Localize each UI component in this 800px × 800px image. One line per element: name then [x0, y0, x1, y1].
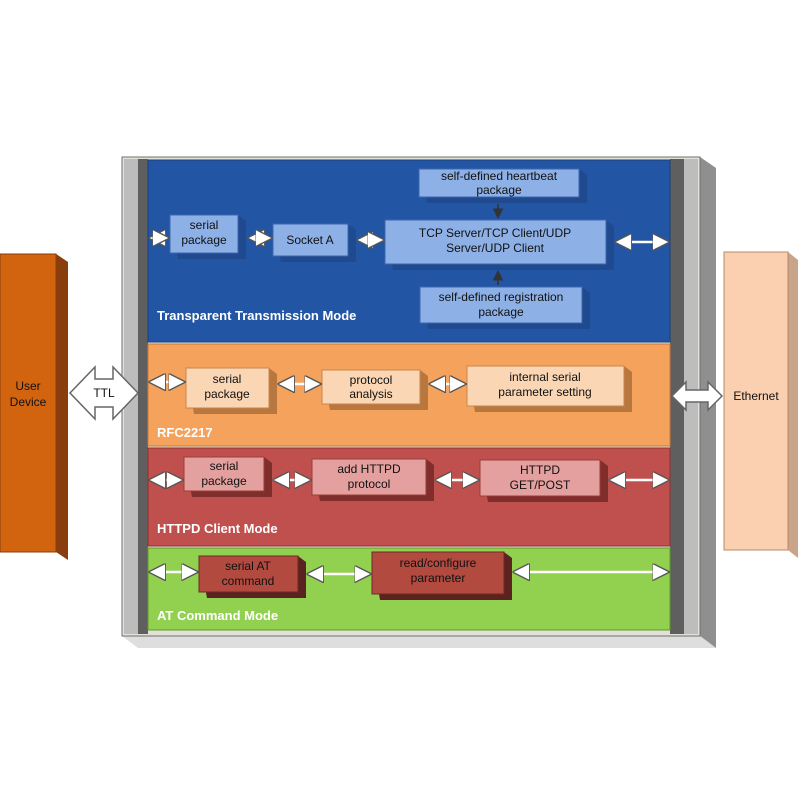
serial-at-box: serial AT command: [198, 555, 306, 598]
rfc-arrows: [150, 382, 465, 384]
serial-package-box-transparent: serial package: [169, 214, 246, 259]
protocol-analysis-line1: protocol: [350, 373, 393, 387]
httpd-get-line2: GET/POST: [510, 478, 571, 492]
ethernet-connector: [670, 380, 724, 412]
read-configure-box: read/configure parameter: [371, 551, 512, 600]
httpd-get-post-box: HTTPD GET/POST: [479, 459, 608, 502]
httpd-client-title: HTTPD Client Mode: [157, 521, 278, 536]
httpd-get-line1: HTTPD: [520, 463, 560, 477]
httpd-serial-line1: serial: [210, 459, 239, 473]
tcp-udp-line2: Server/UDP Client: [446, 241, 544, 255]
serial-package-box-httpd: serial package: [183, 456, 272, 497]
add-httpd-line1: add HTTPD: [337, 462, 401, 476]
user-device-block: User Device: [0, 253, 68, 560]
httpd-serial-line2: package: [201, 474, 247, 488]
rfc-serial-line2: package: [204, 387, 250, 401]
read-configure-line1: read/configure: [400, 556, 477, 570]
ethernet-label: Ethernet: [733, 389, 779, 403]
rfc-serial-line1: serial: [213, 372, 242, 386]
serial-package-line2: package: [181, 233, 227, 247]
heartbeat-box: self-defined heartbeat package: [418, 168, 587, 203]
serial-package-line1: serial: [190, 218, 219, 232]
transparent-arrows: [150, 238, 668, 242]
tcp-udp-box: TCP Server/TCP Client/UDP Server/UDP Cli…: [384, 219, 614, 270]
heartbeat-box-line1: self-defined heartbeat: [441, 169, 558, 183]
protocol-analysis-box: protocol analysis: [321, 369, 428, 410]
heartbeat-box-line2: package: [476, 183, 522, 197]
internal-serial-line2: parameter setting: [498, 385, 591, 399]
protocol-analysis-line2: analysis: [349, 387, 392, 401]
user-device-line1: User: [15, 379, 40, 393]
rfc2217-title: RFC2217: [157, 425, 213, 440]
registration-line2: package: [478, 305, 524, 319]
serial-at-line1: serial AT: [225, 559, 271, 573]
socket-a-label: Socket A: [286, 233, 333, 247]
ttl-connector: TTL: [68, 365, 140, 421]
transparent-mode-title: Transparent Transmission Mode: [157, 308, 356, 323]
at-arrows: [150, 572, 668, 574]
user-device-line2: Device: [10, 395, 47, 409]
ethernet-block: Ethernet: [723, 251, 798, 558]
read-configure-line2: parameter: [411, 571, 466, 585]
registration-line1: self-defined registration: [439, 290, 564, 304]
internal-serial-box: internal serial parameter setting: [466, 365, 632, 412]
add-httpd-box: add HTTPD protocol: [311, 458, 434, 501]
socket-a-box: Socket A: [272, 223, 356, 262]
internal-serial-line1: internal serial: [509, 370, 580, 384]
ttl-label: TTL: [93, 386, 115, 400]
add-httpd-line2: protocol: [348, 477, 391, 491]
tcp-udp-line1: TCP Server/TCP Client/UDP: [419, 226, 571, 240]
serial-package-box-rfc: serial package: [185, 367, 277, 414]
at-command-title: AT Command Mode: [157, 608, 278, 623]
serial-at-line2: command: [222, 574, 275, 588]
registration-box: self-defined registration package: [419, 286, 590, 329]
